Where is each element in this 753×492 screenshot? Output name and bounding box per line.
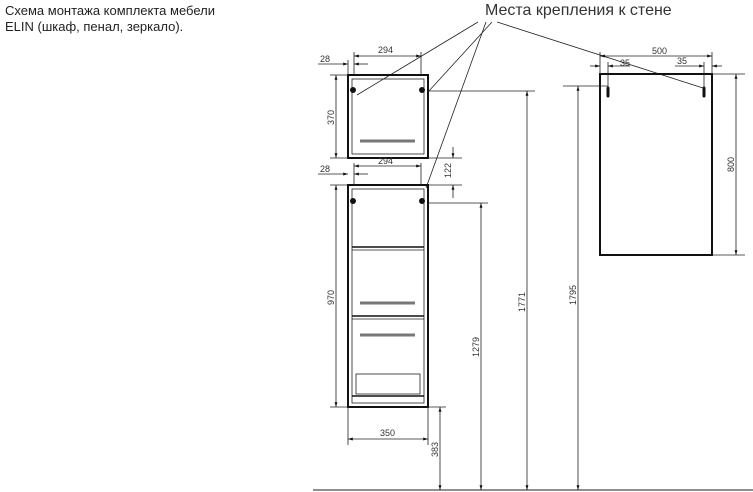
dim-mirror-height: 800: [726, 157, 736, 172]
mount-hook-icon: [350, 87, 356, 93]
mount-hook-icon: [419, 198, 425, 204]
dim-mirror-width: 500: [652, 46, 667, 56]
diagram-caption: Схема монтажа комплекта мебели ELIN (шка…: [5, 3, 215, 35]
dim-cabinet-mount-height: 1771: [517, 292, 527, 312]
dim-mirror-mount-height: 1795: [568, 285, 578, 305]
mounting-points-callout: Места крепления к стене: [485, 2, 672, 19]
dim-floor-gap: 383: [430, 442, 440, 457]
dim-pencil-height: 970: [326, 290, 336, 305]
caption-line-1: Схема монтажа комплекта мебели: [5, 3, 215, 18]
dim-pencil-width: 294: [378, 156, 393, 166]
mount-hook-icon: [350, 198, 356, 204]
dim-cabinet-width: 294: [378, 45, 393, 55]
mount-hook-icon: [419, 87, 425, 93]
tall-cabinet: [347, 184, 429, 408]
dim-cabinet-height: 370: [326, 110, 336, 125]
dim-cabinet-offset: 28: [320, 54, 330, 64]
dim-gap: 122: [443, 163, 453, 178]
dim-pencil-offset: 28: [320, 164, 330, 174]
dim-pencil-mount-height: 1279: [471, 337, 481, 357]
caption-line-2: ELIN (шкаф, пенал, зеркало).: [5, 19, 184, 34]
dim-mirror-right-offset: 35: [677, 56, 687, 66]
wall-cabinet: [347, 74, 429, 159]
mirror: [599, 73, 713, 256]
dim-mirror-left-offset: 35: [620, 58, 630, 68]
dim-pencil-depth: 350: [380, 428, 395, 438]
